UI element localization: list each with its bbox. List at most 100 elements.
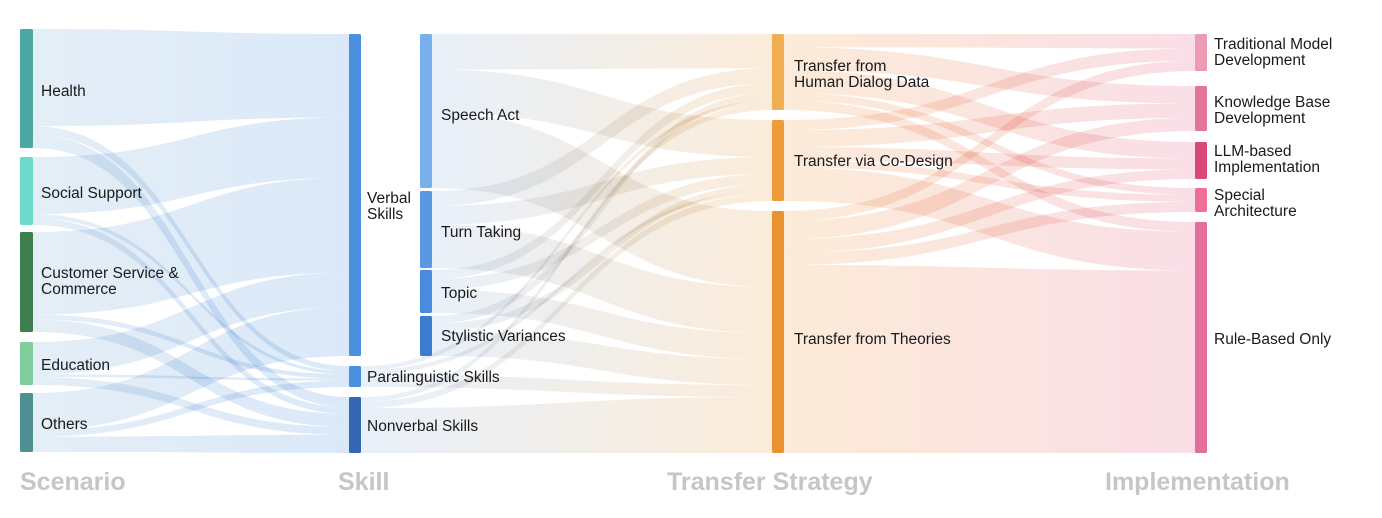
- node-human: [772, 34, 784, 110]
- flow-health-to-verbal: [33, 29, 349, 127]
- flow-codesign-to-kb: [784, 103, 1195, 147]
- column-title-scenario: Scenario: [20, 468, 126, 496]
- flow-codesign-to-llm: [784, 147, 1195, 170]
- flow-theories-to-special: [784, 201, 1195, 265]
- node-others: [20, 393, 33, 452]
- flow-turn-to-human: [432, 68, 772, 207]
- flow-codesign-to-traditional: [784, 48, 1195, 131]
- flow-nonverbal-to-theories: [361, 397, 772, 453]
- label-theories: Transfer from Theories: [794, 331, 951, 348]
- node-para: [349, 366, 361, 387]
- flow-nonverbal-to-codesign: [361, 194, 772, 409]
- flow-stylistic-to-human: [432, 92, 772, 324]
- node-theories: [772, 211, 784, 453]
- flow-topic-to-human: [432, 83, 772, 279]
- label-para: Paralinguistic Skills: [367, 369, 500, 386]
- node-nonverbal: [349, 397, 361, 453]
- label-human-line-1: Human Dialog Data: [794, 74, 930, 91]
- flow-theories-to-rule: [784, 265, 1195, 453]
- flow-others-to-nonverbal: [33, 434, 349, 453]
- flow-speech-to-theories: [432, 112, 772, 287]
- label-turn-line-0: Turn Taking: [441, 224, 521, 241]
- flow-stylistic-to-codesign: [432, 184, 772, 332]
- label-kb-line-1: Development: [1214, 110, 1306, 127]
- flow-stylistic-to-theories: [432, 331, 772, 385]
- label-verbal-line-1: Skills: [367, 206, 403, 223]
- flow-social-to-verbal: [33, 117, 349, 215]
- flow-para-to-human: [361, 100, 772, 371]
- label-health-line-0: Health: [41, 83, 86, 100]
- flow-para-to-codesign: [361, 190, 772, 375]
- label-speech: Speech Act: [441, 107, 520, 124]
- label-nonverbal-line-0: Nonverbal Skills: [367, 418, 478, 435]
- flow-others-to-verbal: [33, 307, 349, 431]
- label-customer: Customer Service &Commerce: [41, 265, 179, 298]
- flow-layer: [33, 29, 1195, 453]
- label-stylistic: Stylistic Variances: [441, 328, 566, 345]
- node-rule: [1195, 222, 1207, 453]
- label-llm-line-0: LLM-based: [1214, 143, 1292, 160]
- column-title-implementation: Implementation: [1105, 468, 1290, 496]
- node-layer: [20, 29, 1207, 453]
- label-stylistic-line-0: Stylistic Variances: [441, 328, 566, 345]
- flow-theories-to-kb: [784, 117, 1195, 239]
- label-special-line-1: Architecture: [1214, 203, 1297, 220]
- label-rule-line-0: Rule-Based Only: [1214, 331, 1331, 348]
- node-turn: [420, 191, 432, 268]
- node-kb: [1195, 86, 1207, 131]
- node-social: [20, 157, 33, 225]
- flow-human-to-kb: [784, 47, 1195, 104]
- flow-theories-to-traditional: [784, 60, 1195, 221]
- node-topic: [420, 270, 432, 313]
- flow-education-to-verbal: [33, 272, 349, 375]
- node-education: [20, 342, 33, 385]
- label-social-line-0: Social Support: [41, 185, 143, 202]
- label-others-line-0: Others: [41, 416, 88, 433]
- label-codesign-line-0: Transfer via Co-Design: [794, 153, 953, 170]
- label-health: Health: [41, 83, 86, 100]
- node-special: [1195, 188, 1207, 212]
- flow-topic-to-codesign: [432, 174, 772, 290]
- node-codesign: [772, 120, 784, 201]
- column-title-skill: Skill: [338, 468, 389, 496]
- node-traditional: [1195, 34, 1207, 71]
- column-titles: Scenario Skill Transfer Strategy Impleme…: [20, 468, 1290, 496]
- flow-customer-to-verbal: [33, 177, 349, 315]
- flow-speech-to-human: [432, 34, 772, 70]
- label-para-line-0: Paralinguistic Skills: [367, 369, 500, 386]
- label-customer-line-1: Commerce: [41, 281, 117, 298]
- label-others: Others: [41, 416, 88, 433]
- label-traditional-line-0: Traditional Model: [1214, 36, 1332, 53]
- flow-speech-to-codesign: [432, 69, 772, 158]
- flow-human-to-rule: [784, 100, 1195, 232]
- flow-codesign-to-rule: [784, 167, 1195, 271]
- label-topic-line-0: Topic: [441, 285, 477, 302]
- label-turn: Turn Taking: [441, 224, 521, 241]
- label-traditional-line-1: Development: [1214, 52, 1306, 69]
- label-speech-line-0: Speech Act: [441, 107, 520, 124]
- label-llm-line-1: Implementation: [1214, 159, 1320, 176]
- flow-others-to-para: [33, 380, 349, 437]
- label-customer-line-0: Customer Service &: [41, 265, 179, 282]
- label-social: Social Support: [41, 185, 143, 202]
- label-topic: Topic: [441, 285, 477, 302]
- label-rule: Rule-Based Only: [1214, 331, 1331, 348]
- node-speech: [420, 34, 432, 188]
- label-theories-line-0: Transfer from Theories: [794, 331, 951, 348]
- node-llm: [1195, 142, 1207, 179]
- label-education: Education: [41, 357, 110, 374]
- flow-human-to-traditional: [784, 34, 1195, 49]
- label-human-line-0: Transfer from: [794, 58, 886, 75]
- flow-social-to-para: [33, 214, 349, 375]
- node-health: [20, 29, 33, 148]
- flow-topic-to-theories: [432, 289, 772, 359]
- label-education-line-0: Education: [41, 357, 110, 374]
- flow-theories-to-llm: [784, 169, 1195, 253]
